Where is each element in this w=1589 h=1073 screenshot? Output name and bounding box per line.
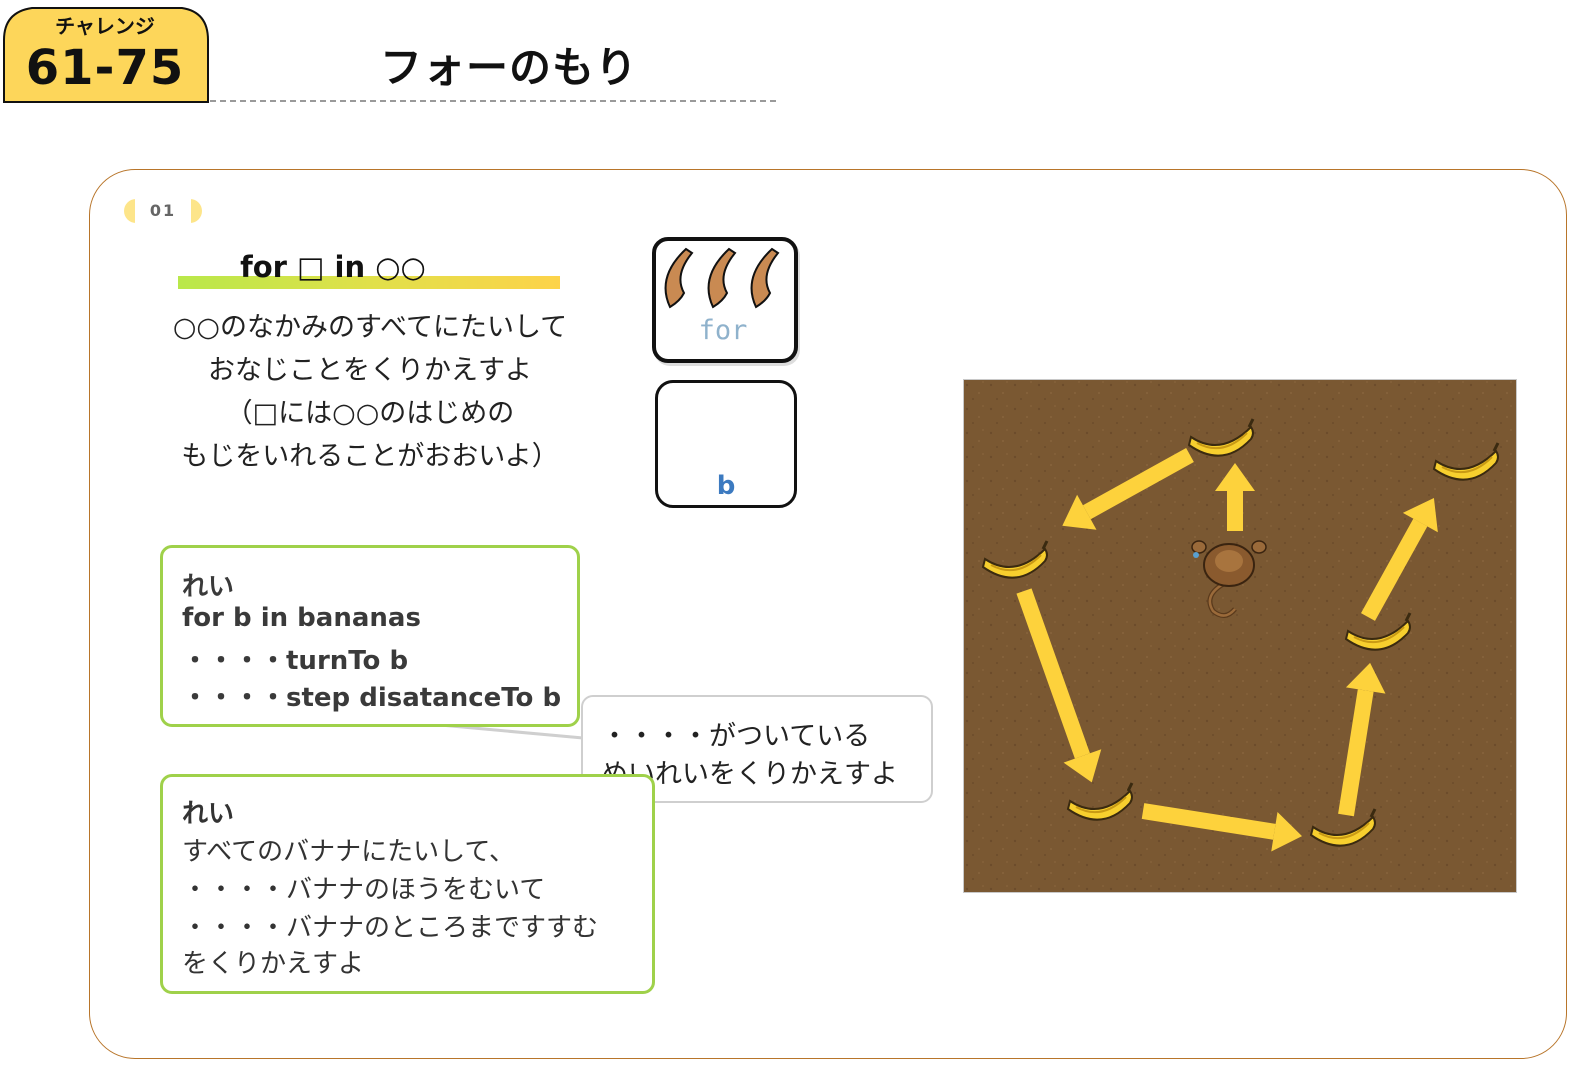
explanation-line: おなじことをくりかえすよ xyxy=(208,355,532,386)
example-plain-box: れい すべてのバナナにたいして、 ・・・・バナナのほうをむいて ・・・・バナナの… xyxy=(160,774,655,994)
example-line: れい xyxy=(182,799,235,829)
page-title: フォーのもり xyxy=(380,43,639,92)
explanation-line: ○○のなかみのすべてにたいして xyxy=(172,312,568,343)
lesson-number-tag: 01 xyxy=(124,199,202,223)
example-line: ・・・・step disatanceTo b xyxy=(182,683,562,713)
challenge-badge: チャレンジ 61-75 xyxy=(2,2,209,103)
arrow xyxy=(1215,463,1255,531)
arrow xyxy=(1016,588,1102,783)
lesson-number: 01 xyxy=(149,201,177,220)
example-line: ・・・・バナナのところまですすむ xyxy=(182,913,599,943)
syntax-text: for □ in ○○ xyxy=(240,250,426,284)
arrow xyxy=(1361,498,1438,621)
arrow xyxy=(1338,662,1386,817)
example-line: をくりかえすよ xyxy=(182,949,365,979)
example-line: ・・・・バナナのほうをむいて xyxy=(182,875,546,905)
badge-label: チャレンジ xyxy=(55,14,155,38)
path-arrows xyxy=(1016,448,1438,852)
monkey-icon xyxy=(1191,540,1267,618)
bananas-icon xyxy=(664,247,780,309)
explanation: ○○のなかみのすべてにたいして おなじことをくりかえすよ （□には○○のはじめの… xyxy=(130,306,610,478)
example-code-box: れい for b in bananas ・・・・turnTo b ・・・・ste… xyxy=(160,545,580,727)
arrow xyxy=(1062,448,1194,530)
badge-shape xyxy=(3,7,209,103)
syntax-highlight xyxy=(178,276,560,289)
example-line: for b in bananas xyxy=(182,603,421,633)
for-tile-label: for xyxy=(698,315,748,346)
for-tile[interactable]: for xyxy=(648,235,798,363)
game-board xyxy=(963,379,1517,893)
example-line: れい xyxy=(182,572,235,602)
explanation-line: （□には○○のはじめの xyxy=(225,398,515,429)
ground xyxy=(963,379,1517,893)
b-tile-label: b xyxy=(716,471,736,501)
example-line: ・・・・turnTo b xyxy=(182,646,409,676)
example-line: すべてのバナナにたいして、 xyxy=(182,837,516,867)
badge-number: 61-75 xyxy=(25,40,185,96)
arrow xyxy=(1141,803,1303,852)
callout-line: ・・・・がついている xyxy=(601,721,871,752)
explanation-line: もじをいれることがおおいよ） xyxy=(181,441,559,472)
title-underline xyxy=(210,100,776,102)
b-tile[interactable]: b xyxy=(655,380,797,508)
